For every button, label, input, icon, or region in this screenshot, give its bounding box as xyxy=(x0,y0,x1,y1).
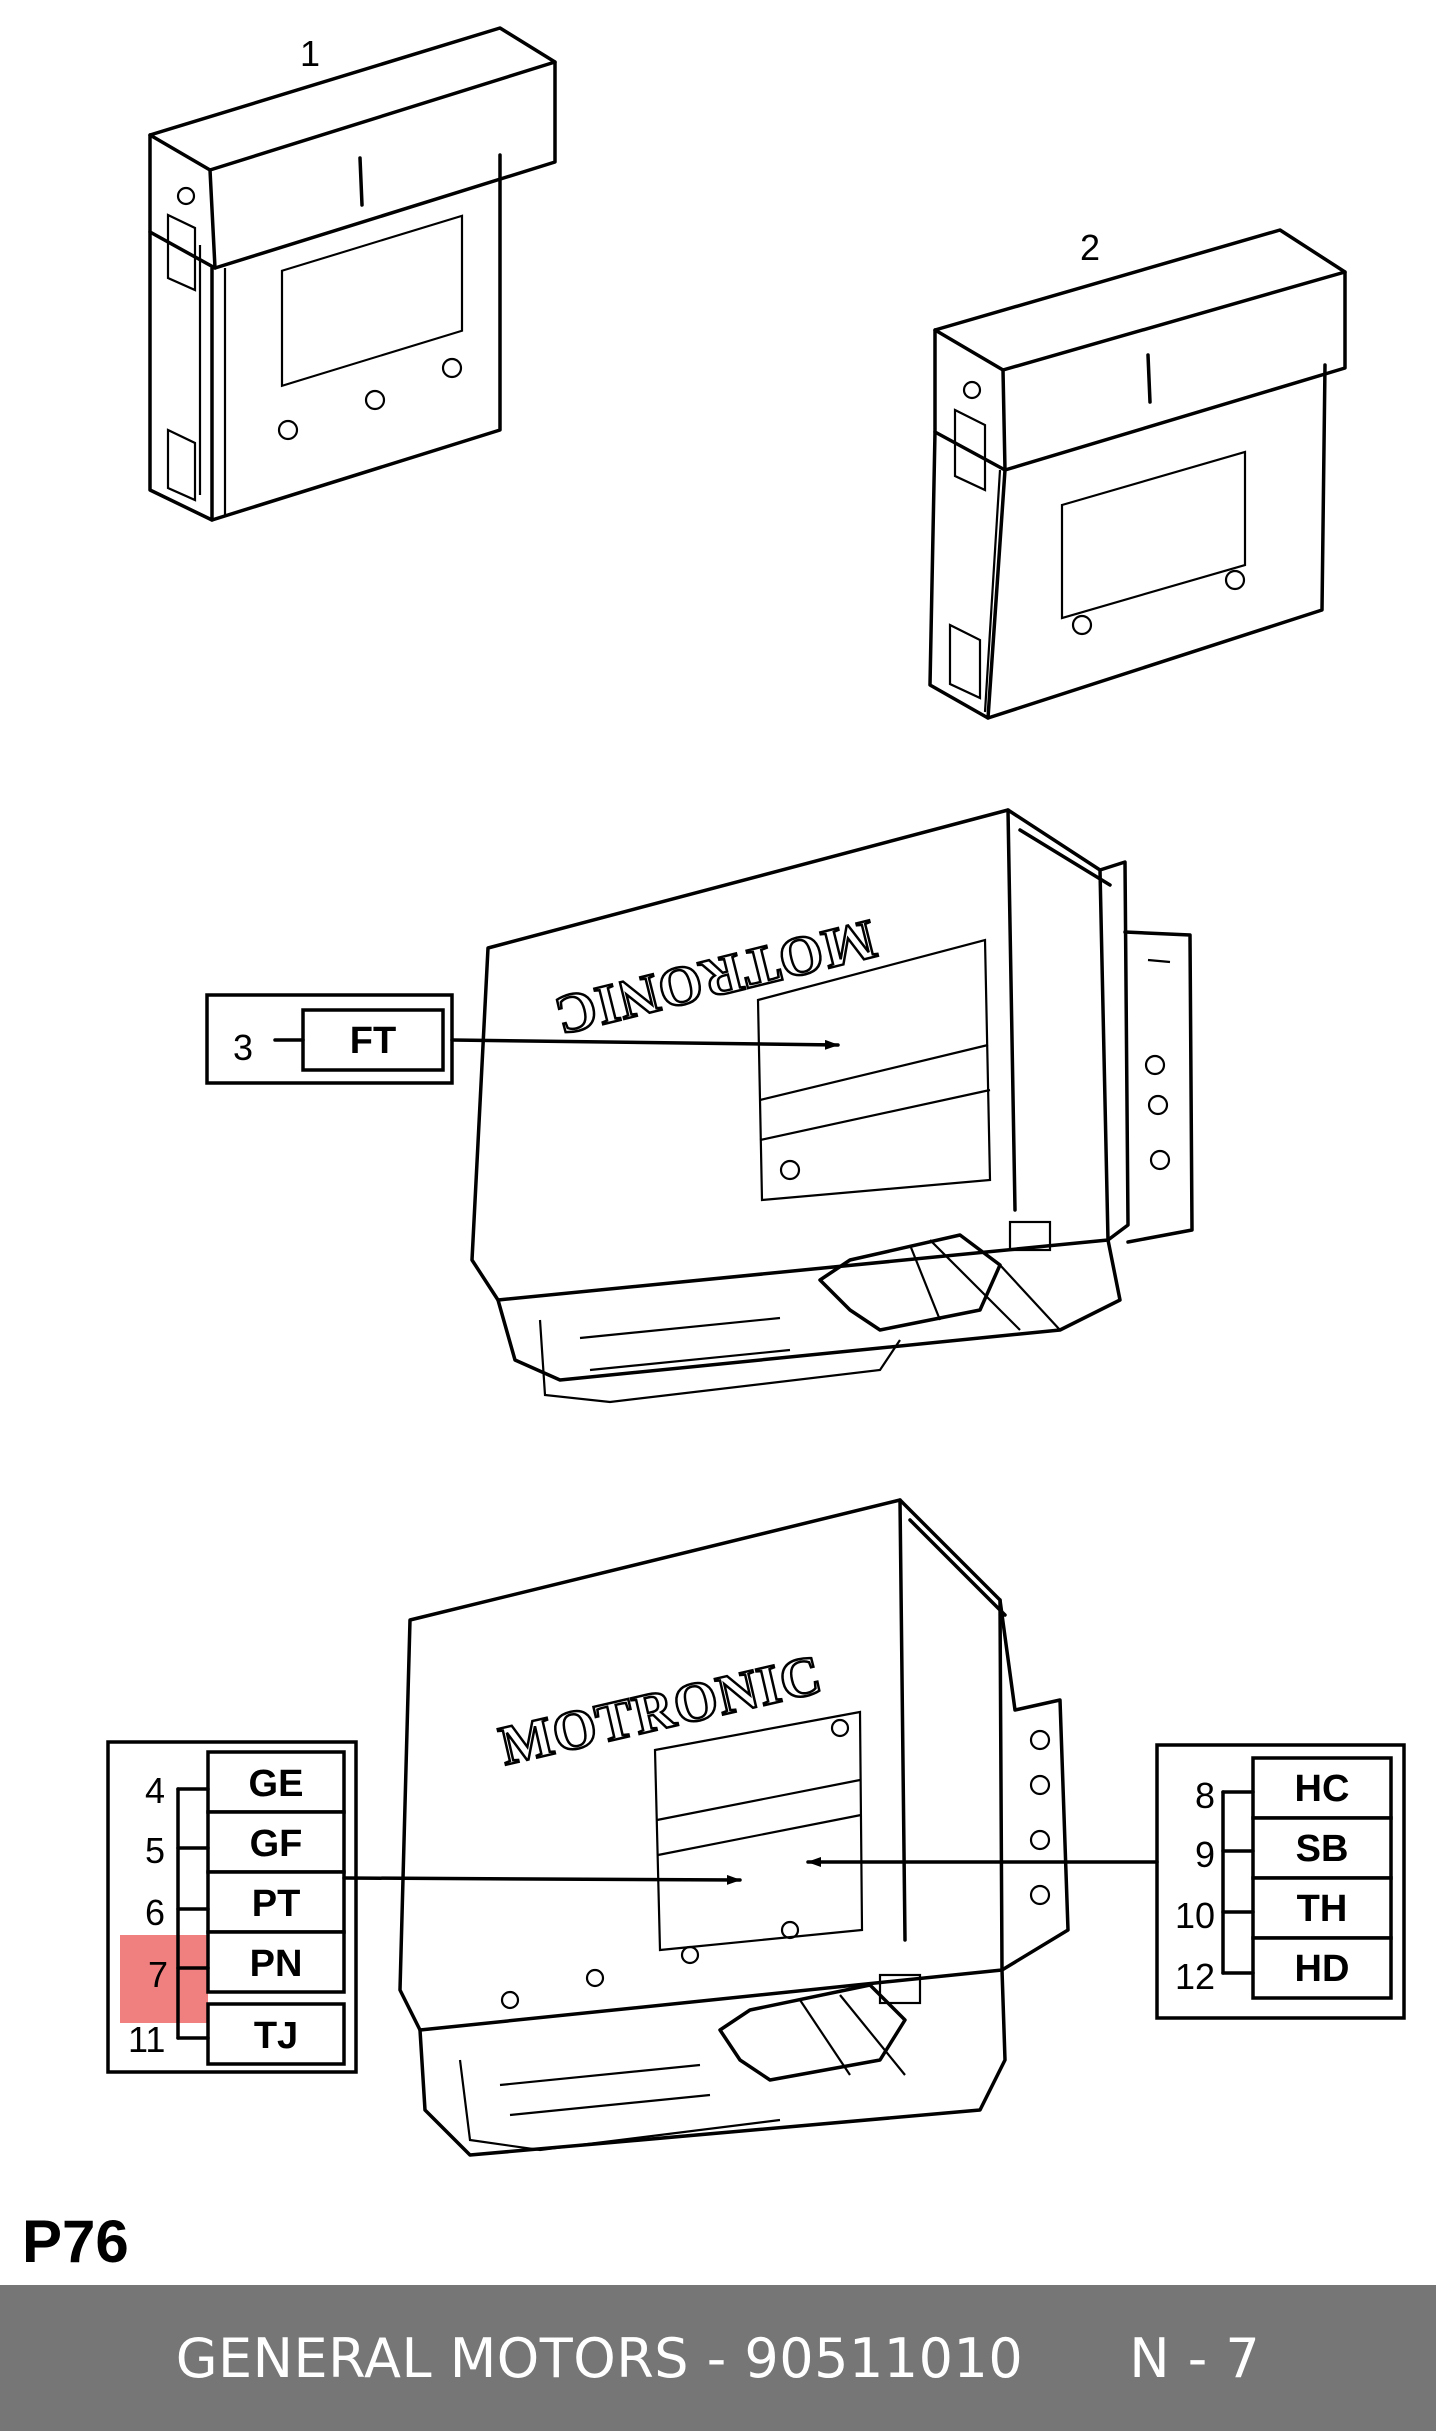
callout-ft-code: FT xyxy=(350,1020,396,1062)
callout-9-code: SB xyxy=(1296,1828,1349,1870)
callout-group-right xyxy=(806,1743,1406,2020)
motronic-ecu-lower xyxy=(398,1498,1070,2157)
footer-bar: GENERAL MOTORS - 90511010 N - 7 xyxy=(0,2285,1436,2431)
callout-10-number: 10 xyxy=(1175,1895,1215,1936)
callout-11-number: 11 xyxy=(128,2019,165,2060)
callout-6-code: PT xyxy=(252,1883,301,1925)
parts-diagram: 1 2 xyxy=(22,26,1406,2275)
callout-ft-number: 3 xyxy=(233,1027,253,1068)
ecu-module-2 xyxy=(928,228,1347,720)
page-id: P76 xyxy=(22,2208,129,2275)
callout-ft xyxy=(205,993,840,1085)
ecu-module-1 xyxy=(148,26,557,522)
callout-5-code: GF xyxy=(250,1823,303,1865)
callout-4-code: GE xyxy=(249,1763,304,1805)
footer-text: GENERAL MOTORS - 90511010 N - 7 xyxy=(175,2326,1261,2390)
motronic-ecu-upper xyxy=(470,808,1194,1404)
callout-4-number: 4 xyxy=(145,1770,165,1811)
highlight-pn xyxy=(120,1935,208,2023)
callout-7-code: PN xyxy=(250,1943,303,1985)
part-label-1: 1 xyxy=(300,33,320,74)
callout-9-number: 9 xyxy=(1195,1834,1215,1875)
callout-6-number: 6 xyxy=(145,1892,165,1933)
callout-7-number: 7 xyxy=(148,1954,168,1995)
callout-5-number: 5 xyxy=(145,1830,165,1871)
callout-8-code: HC xyxy=(1295,1768,1350,1810)
callout-10-code: TH xyxy=(1297,1888,1348,1930)
brand-text-upper: MOTRONIC xyxy=(548,907,882,1047)
callout-11-code: TJ xyxy=(254,2015,298,2057)
brand-text-lower: MOTRONIC xyxy=(494,1643,828,1777)
callout-8-number: 8 xyxy=(1195,1775,1215,1816)
part-label-2: 2 xyxy=(1080,227,1100,268)
callout-group-left xyxy=(106,1740,742,2074)
callout-12-number: 12 xyxy=(1175,1956,1215,1997)
callout-12-code: HD xyxy=(1295,1948,1350,1990)
